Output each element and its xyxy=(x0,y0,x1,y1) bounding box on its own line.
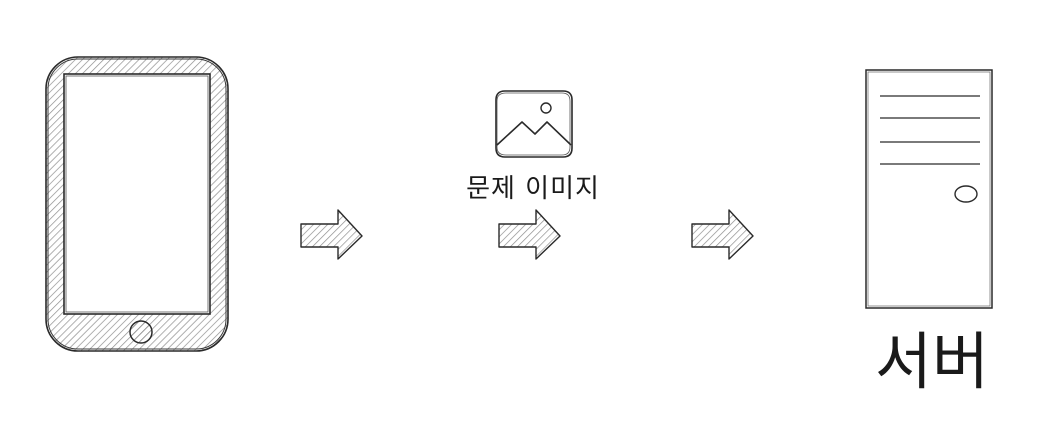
power-button-icon xyxy=(954,185,978,203)
home-button-icon xyxy=(129,320,153,344)
server-caption: 서버 xyxy=(874,325,990,398)
smartphone-icon xyxy=(45,56,229,352)
image-icon xyxy=(495,90,573,158)
arrow-right-icon xyxy=(498,209,561,260)
phone-screen xyxy=(63,73,211,315)
arrow-right-icon xyxy=(300,209,363,260)
arrow-right-icon xyxy=(691,209,754,260)
image-caption: 문제 이미지 xyxy=(466,174,600,204)
server-tower-icon xyxy=(865,69,993,309)
